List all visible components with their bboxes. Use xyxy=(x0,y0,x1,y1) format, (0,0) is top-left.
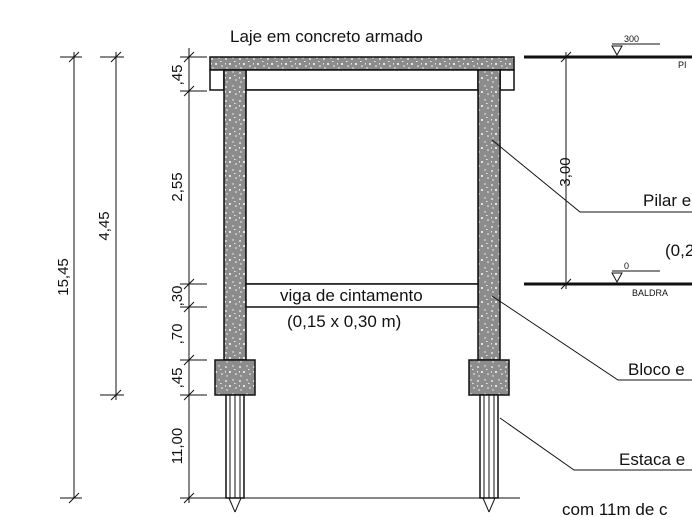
pile-label: Estaca e xyxy=(619,450,685,469)
pillar-dimension-label: (0,2 xyxy=(665,241,692,260)
dimension-block-label: ,45 xyxy=(169,368,186,389)
block-leader xyxy=(491,295,692,381)
pile-leader xyxy=(499,417,692,471)
tie-beam-size: (0,15 x 0,30 m) xyxy=(287,312,401,331)
dimension-pile-label: 11,00 xyxy=(169,428,186,464)
right-block xyxy=(468,359,510,396)
level-top-label: PI xyxy=(678,60,687,70)
pile-depth-label: com 11m de c xyxy=(562,500,668,517)
dimension-total: 15,45 xyxy=(55,51,82,504)
dimension-below-beam-label: ,70 xyxy=(169,324,186,345)
pillar-label: Pilar e xyxy=(643,191,691,210)
dimension-beam-label: ,30 xyxy=(169,286,186,307)
level-floor-value: 0 xyxy=(624,261,629,271)
block-label: Bloco e xyxy=(628,360,685,379)
dimension-slab-label: ,45 xyxy=(169,65,186,86)
level-top: 300 PI xyxy=(524,34,692,70)
right-pile xyxy=(479,394,499,513)
dimension-sub-label: 4,45 xyxy=(96,211,113,240)
level-floor-label: BALDRA xyxy=(632,288,668,298)
dimension-sub: 4,45 xyxy=(96,51,124,401)
left-pile xyxy=(225,394,245,513)
dimension-floor-height-label: 3,00 xyxy=(557,157,574,186)
level-floor: 0 BALDRA xyxy=(524,261,692,298)
tie-beam xyxy=(245,283,479,308)
slab-left-drop xyxy=(209,69,225,91)
dimension-floor-height: 3,00 xyxy=(557,51,574,290)
slab xyxy=(209,56,515,71)
dimension-wall-label: 2,55 xyxy=(169,172,186,201)
dimension-total-label: 15,45 xyxy=(55,258,72,296)
top-opening xyxy=(245,89,479,285)
tie-beam-label: viga de cintamento xyxy=(280,286,423,305)
right-pillar xyxy=(477,69,501,361)
top-beam-opening xyxy=(245,69,479,91)
dimension-segments: ,45 2,55 ,30 ,70 ,45 11,00 xyxy=(169,48,207,504)
left-block xyxy=(214,359,256,396)
level-top-value: 300 xyxy=(624,34,639,44)
pillar-leader xyxy=(491,139,692,213)
left-pillar xyxy=(223,69,247,361)
slab-label: Laje em concreto armado xyxy=(230,27,423,46)
slab-right-drop xyxy=(499,69,515,91)
